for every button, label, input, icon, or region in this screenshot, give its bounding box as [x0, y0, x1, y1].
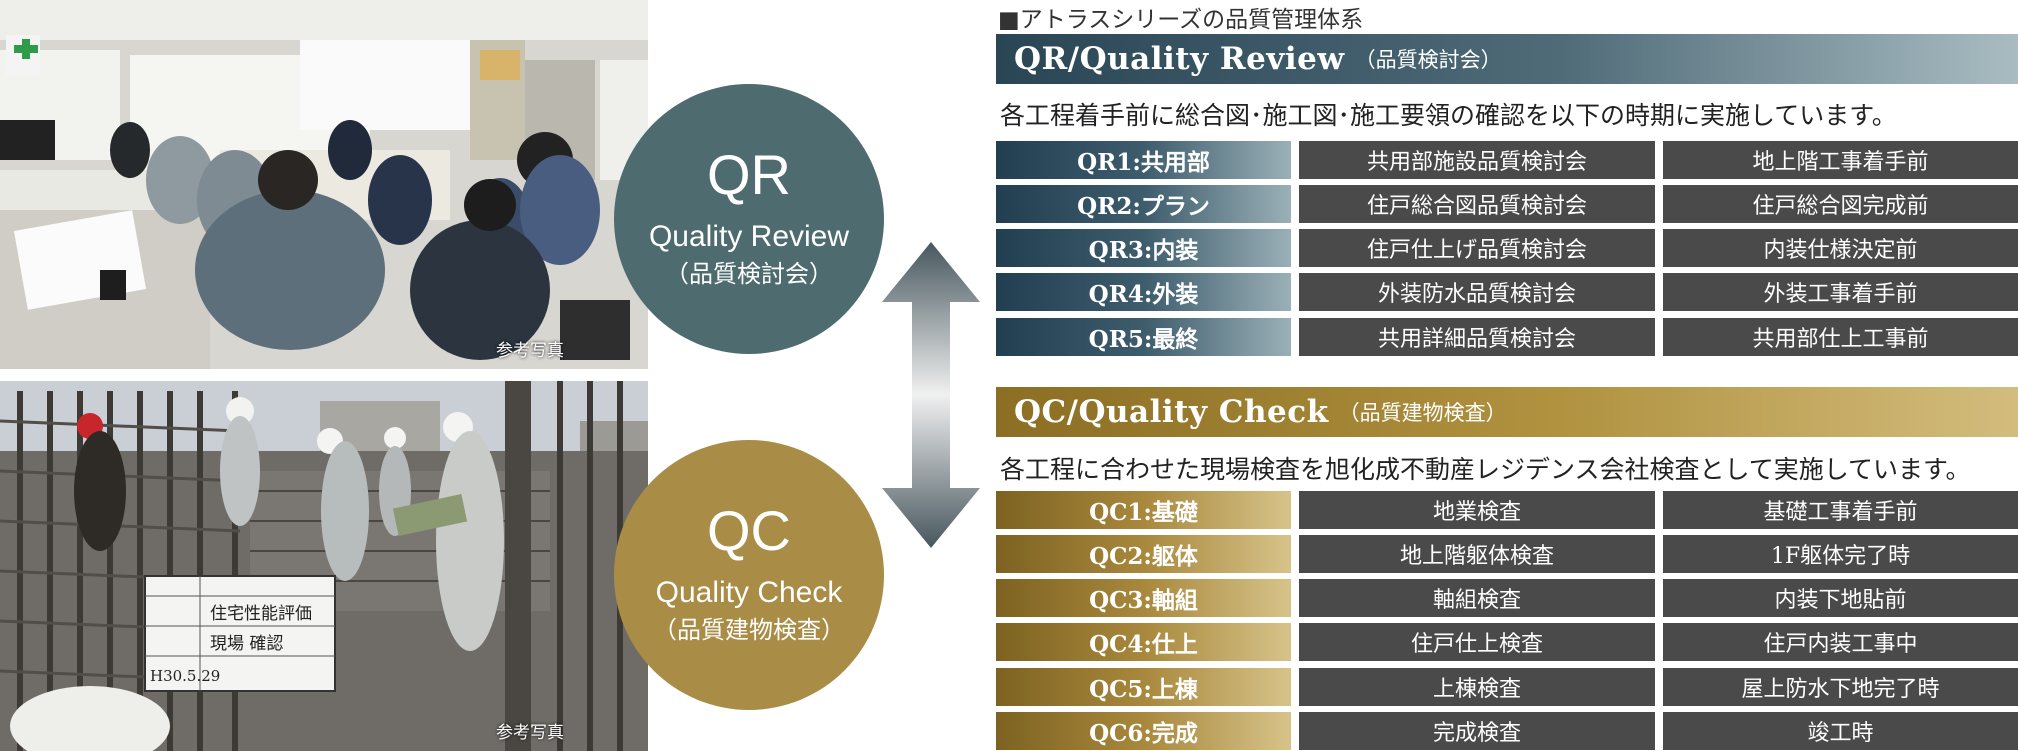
qr-stage: QR1:共用部 [996, 141, 1291, 179]
qr-subtitle: （品質検討会） [1354, 48, 1502, 72]
qr-header-band: QR/Quality Review （品質検討会） [996, 34, 2018, 84]
qc-stage: QC5:上棟 [996, 668, 1291, 706]
qr-meeting: 住戸仕上げ品質検討会 [1299, 229, 1655, 267]
board-text-line-1: 住宅性能評価 [210, 604, 312, 624]
qr-meeting: 共用部施設品質検討会 [1299, 141, 1655, 179]
board-text-line-3: H30.5.29 [150, 667, 220, 685]
system-title: ■アトラスシリーズの品質管理体系 [998, 7, 1364, 33]
qc-timing: 1F躯体完了時 [1663, 535, 2018, 573]
construction-photo: 住宅性能評価 現場 確認 H30.5.29 参考写真 [0, 381, 648, 751]
qr-stage: QR3:内装 [996, 229, 1291, 267]
qr-meeting: 住戸総合図品質検討会 [1299, 185, 1655, 223]
qr-title: QR/Quality Review [1014, 41, 1345, 77]
qr-timing: 共用部仕上工事前 [1663, 318, 2018, 356]
qc-inspection: 上棟検査 [1299, 668, 1655, 706]
qc-stage: QC4:仕上 [996, 623, 1291, 661]
qr-stage: QR4:外装 [996, 273, 1291, 311]
qr-stage: QR5:最終 [996, 318, 1291, 356]
qc-inspection: 完成検査 [1299, 712, 1655, 750]
qc-title: QC/Quality Check [1014, 394, 1329, 430]
qc-circle: QC Quality Check （品質建物検査） [614, 440, 884, 710]
qc-inspection: 地業検査 [1299, 491, 1655, 529]
qr-timing: 内装仕様決定前 [1663, 229, 2018, 267]
qc-header-band: QC/Quality Check （品質建物検査） [996, 387, 2018, 437]
qc-inspection: 軸組検査 [1299, 579, 1655, 617]
qr-meeting: 共用詳細品質検討会 [1299, 318, 1655, 356]
photo-caption: 参考写真 [496, 723, 564, 743]
qc-circle-japanese: （品質建物検査） [653, 617, 845, 645]
meeting-photo: 参考写真 [0, 0, 648, 369]
board-text-line-2: 現場 確認 [210, 634, 283, 654]
qr-timing: 外装工事着手前 [1663, 273, 2018, 311]
qc-timing: 屋上防水下地完了時 [1663, 668, 2018, 706]
qc-stage: QC3:軸組 [996, 579, 1291, 617]
qc-stage: QC1:基礎 [996, 491, 1291, 529]
qr-timing: 住戸総合図完成前 [1663, 185, 2018, 223]
double-arrow-icon [882, 242, 980, 552]
qc-timing: 竣工時 [1663, 712, 2018, 750]
qc-timing: 住戸内装工事中 [1663, 623, 2018, 661]
qc-stage: QC6:完成 [996, 712, 1291, 750]
qr-circle: QR Quality Review （品質検討会） [614, 84, 884, 354]
qc-inspection: 住戸仕上検査 [1299, 623, 1655, 661]
qc-subtitle: （品質建物検査） [1338, 401, 1507, 425]
qr-circle-english: Quality Review [648, 220, 850, 254]
photo-caption: 参考写真 [496, 341, 564, 361]
qc-circle-abbr: QC [707, 499, 791, 563]
qr-circle-japanese: （品質検討会） [665, 261, 833, 289]
qc-description: 各工程に合わせた現場検査を旭化成不動産レジデンス会社検査として実施しています。 [1000, 455, 1971, 484]
qc-stage: QC2:躯体 [996, 535, 1291, 573]
qc-timing: 内装下地貼前 [1663, 579, 2018, 617]
qc-timing: 基礎工事着手前 [1663, 491, 2018, 529]
qr-description: 各工程着手前に総合図･施工図･施工要領の確認を以下の時期に実施しています。 [1000, 101, 1897, 130]
qr-stage: QR2:プラン [996, 185, 1291, 223]
qr-timing: 地上階工事着手前 [1663, 141, 2018, 179]
qc-circle-english: Quality Check [655, 576, 843, 610]
qr-circle-abbr: QR [707, 143, 791, 207]
qr-meeting: 外装防水品質検討会 [1299, 273, 1655, 311]
qc-inspection: 地上階躯体検査 [1299, 535, 1655, 573]
